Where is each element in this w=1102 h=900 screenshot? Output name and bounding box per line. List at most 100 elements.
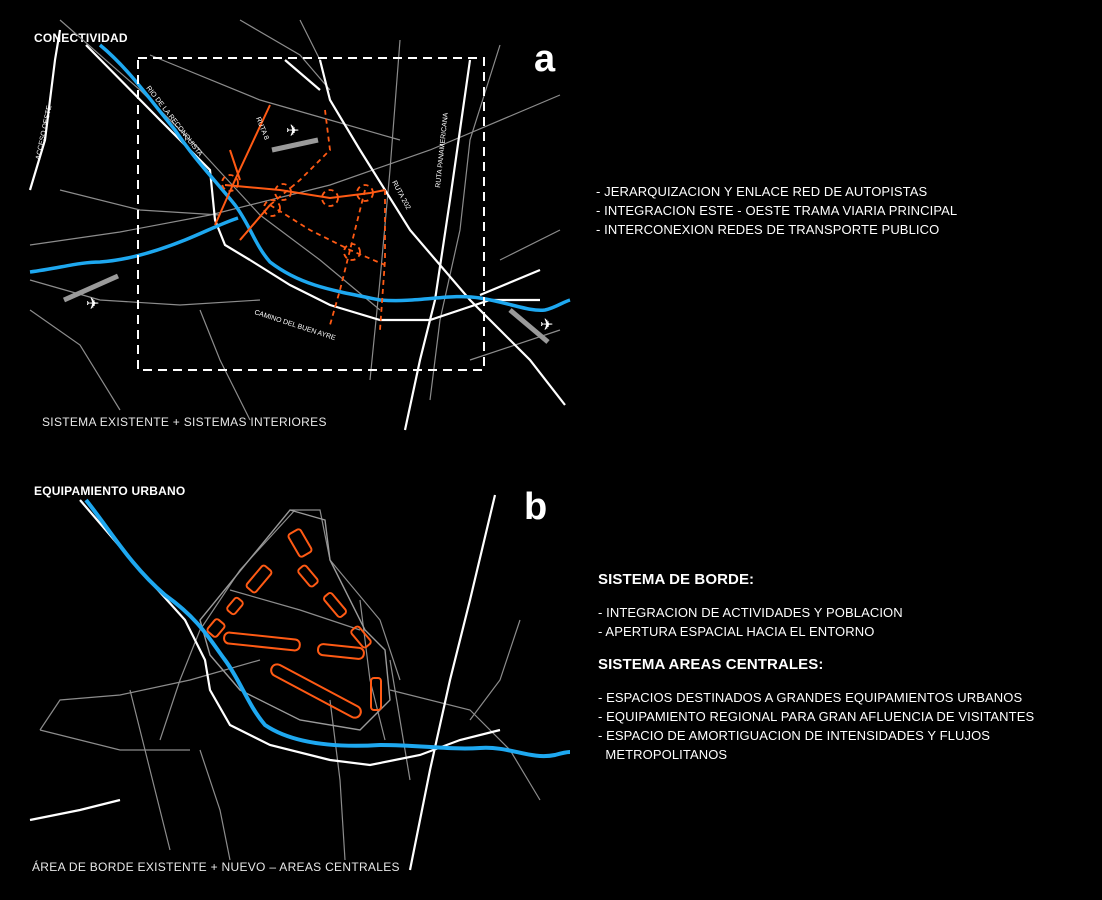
proposed-transit-line — [349, 189, 366, 251]
transit-node — [356, 184, 374, 202]
proposed-transit-line — [269, 109, 331, 206]
central-area-block — [287, 528, 313, 558]
main-road — [79, 499, 501, 767]
secondary-road — [59, 189, 221, 216]
secondary-road — [59, 19, 381, 311]
airplane-icon: ✈ — [540, 315, 553, 334]
central-area-block — [206, 618, 226, 638]
note-line: - ESPACIO DE AMORTIGUACION DE INTENSIDAD… — [598, 728, 991, 743]
border-area-outline — [199, 509, 391, 731]
panel-a-notes: - JERARQUIZACION Y ENLACE RED DE AUTOPIS… — [596, 182, 957, 239]
secondary-road — [389, 659, 411, 781]
central-area-block — [350, 625, 372, 649]
secondary-road — [29, 309, 121, 411]
secondary-road — [39, 729, 190, 751]
airplane-icon: ✈ — [86, 294, 99, 313]
road-north — [284, 59, 321, 91]
label-ruta-8: RUTA 8 — [254, 116, 270, 141]
proposed-network — [214, 104, 386, 241]
road-acceso-oeste — [28, 29, 62, 191]
river-reconquista — [98, 43, 571, 313]
transit-node — [321, 189, 339, 207]
study-area-boundary — [137, 57, 485, 371]
secondary-road — [299, 19, 321, 61]
panel-a-letter: a — [534, 38, 556, 80]
label-acceso-oeste: ACCESO OESTE — [35, 105, 53, 161]
note-line: - INTEGRACION ESTE - OESTE TRAMA VIARIA … — [596, 203, 958, 218]
transit-node — [221, 174, 239, 192]
label-ruta-panamericana: RUTA PANAMERICANA — [435, 112, 450, 188]
central-area-block — [370, 677, 382, 711]
secondary-road — [39, 659, 261, 731]
secondary-road — [499, 229, 561, 261]
note-line: - INTERCONEXION REDES DE TRANSPORTE PUBL… — [596, 222, 940, 237]
proposed-transit-line — [269, 204, 386, 266]
main-road — [29, 798, 121, 822]
central-area-block — [297, 564, 319, 588]
secondary-road — [229, 589, 361, 631]
panel-b-notes: SISTEMA DE BORDE: - INTEGRACION DE ACTIV… — [598, 570, 1034, 764]
proposed-road — [229, 149, 241, 181]
panel-b-caption: ÁREA DE BORDE EXISTENTE + NUEVO – AREAS … — [32, 860, 400, 874]
note-line: - EQUIPAMIENTO REGIONAL PARA GRAN AFLUEN… — [598, 709, 1035, 724]
transit-node — [263, 199, 281, 217]
secondary-road — [369, 39, 401, 381]
main-roads — [28, 29, 566, 431]
proposed-transit-line — [329, 249, 351, 326]
note-line: - INTEGRACION DE ACTIVIDADES Y POBLACION — [598, 605, 903, 620]
secondary-road — [149, 54, 401, 141]
secondary-roads — [39, 509, 541, 861]
central-area-axis — [316, 643, 365, 660]
proposed-road — [224, 184, 386, 200]
river-reconquista — [84, 498, 571, 759]
proposed-road — [214, 104, 271, 226]
connectivity-map: ✈ ✈ ✈ ACCESO OESTE RIO DE LA RECONQUISTA… — [28, 19, 571, 431]
proposed-transit-line — [379, 190, 386, 331]
section-heading-borde: SISTEMA DE BORDE: — [598, 571, 755, 588]
secondary-road — [469, 619, 521, 721]
road-ruta-panamericana — [403, 59, 472, 431]
main-road — [408, 494, 497, 871]
transit-node — [343, 243, 361, 261]
panel-b-letter: b — [524, 486, 548, 528]
proposed-transit — [221, 109, 386, 331]
secondary-road — [359, 599, 386, 741]
runway — [508, 308, 550, 344]
airplane-icon: ✈ — [286, 121, 299, 140]
central-area-axis — [270, 663, 362, 719]
secondary-road — [129, 689, 171, 851]
label-rio-reconquista: RIO DE LA RECONQUISTA — [144, 85, 203, 158]
main-roads — [29, 494, 501, 871]
note-line: - APERTURA ESPACIAL HACIA EL ENTORNO — [598, 624, 875, 639]
note-line: METROPOLITANOS — [598, 747, 728, 762]
secondary-road — [429, 44, 501, 401]
central-area-block — [245, 564, 273, 594]
road-east-spur — [479, 268, 541, 297]
section-heading-centrales: SISTEMA AREAS CENTRALES: — [598, 656, 824, 673]
secondary-road — [199, 309, 251, 421]
transit-node — [274, 183, 292, 201]
central-area-block — [226, 596, 244, 616]
secondary-road — [199, 749, 231, 861]
central-areas — [206, 528, 382, 719]
panel-b-title: EQUIPAMIENTO URBANO — [34, 484, 186, 498]
secondary-road — [29, 94, 561, 246]
label-camino-buen-ayre: CAMINO DEL BUEN AYRE — [253, 309, 336, 342]
road-ruta-202 — [318, 59, 566, 406]
secondary-road — [29, 279, 261, 306]
central-area-block — [323, 592, 347, 618]
secondary-road — [239, 19, 331, 91]
river-branch — [29, 216, 239, 274]
note-line: - ESPACIOS DESTINADOS A GRANDES EQUIPAMI… — [598, 690, 1023, 705]
airports: ✈ ✈ ✈ — [62, 121, 553, 344]
panel-a-caption: SISTEMA EXISTENTE + SISTEMAS INTERIORES — [42, 415, 327, 429]
road-ruta-8 — [85, 44, 251, 261]
secondary-road — [159, 509, 296, 741]
secondary-road — [329, 699, 346, 861]
note-line: - JERARQUIZACION Y ENLACE RED DE AUTOPIS… — [596, 184, 928, 199]
central-area-axis — [223, 631, 301, 652]
secondary-road — [389, 689, 541, 801]
road-camino-buen-ayre — [249, 259, 540, 322]
secondary-road — [290, 509, 401, 681]
label-ruta-202: RUTA 202 — [390, 180, 411, 211]
